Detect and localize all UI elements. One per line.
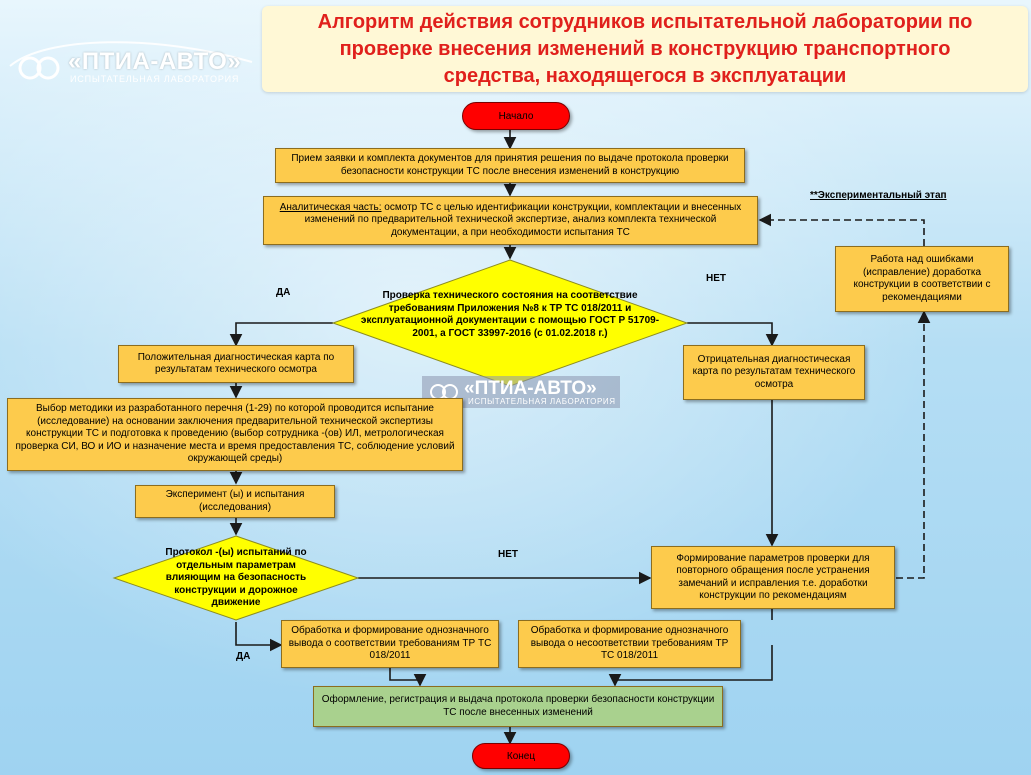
end-label: Конец [506,750,536,762]
protocol-diamond [112,535,360,621]
issue-text: Оформление, регистрация и выдача протоко… [321,694,715,718]
logo-name: «ПТИА-АВТО» [68,48,242,75]
label-yes-1: ДА [276,287,291,298]
arrow-nonconform-issue [608,645,773,687]
fix-errors-box: Работа над ошибками (исправление) дорабо… [835,246,1009,312]
experiments-text: Эксперимент (ы) и испытания (исследовани… [165,489,305,513]
start-label: Начало [498,110,534,122]
logo: «ПТИА-АВТО» ИСПЫТАТЕЛЬНАЯ ЛАБОРАТОРИЯ [6,40,256,100]
method-box: Выбор методики из разработанного перечня… [7,398,463,471]
label-experimental: **Экспериментальный этап [810,190,947,201]
arrow-protocol-conform [235,622,283,652]
protocol-text: Протокол -(ы) испытаний по отдельным пар… [165,547,307,608]
form-params-box: Формирование параметров проверки для пов… [651,546,895,609]
positive-text: Положительная диагностическая карта по р… [137,351,335,376]
issue-box: Оформление, регистрация и выдача протоко… [313,686,723,727]
conform-text: Обработка и формирование однозначного вы… [288,625,492,662]
conform-box: Обработка и формирование однозначного вы… [281,620,499,668]
nonconform-box: Обработка и формирование однозначного вы… [518,620,741,668]
title-banner: Алгоритм действия сотрудников испытатель… [262,6,1028,92]
title-line-1: Алгоритм действия сотрудников испытатель… [317,10,973,33]
start-terminal: Начало [462,102,570,130]
check-text: Проверка технического состояния на соотв… [360,290,660,339]
title-line-2: проверке внесения изменений в конструкци… [339,37,951,60]
nonconform-text: Обработка и формирование однозначного вы… [530,625,729,662]
watermark-name: «ПТИА-АВТО» [464,378,597,399]
logo-subtitle: ИСПЫТАТЕЛЬНАЯ ЛАБОРАТОРИЯ [70,74,240,84]
negative-box: Отрицательная диагностическая карта по р… [683,345,865,400]
title-line-3: средства, находящегося в эксплуатации [443,64,847,87]
method-text: Выбор методики из разработанного перечня… [15,403,455,465]
receive-box: Прием заявки и комплекта документов для … [275,148,745,183]
fix-errors-text: Работа над ошибками (исправление) дорабо… [853,254,991,303]
label-no-1: НЕТ [706,273,726,284]
dashed-formparams-fix [896,310,931,579]
arrow-check-positive [229,322,333,347]
receive-text: Прием заявки и комплекта документов для … [291,153,729,177]
arrow-check-negative [687,322,779,347]
label-yes-2: ДА [236,651,251,662]
analytic-box: Аналитическая часть: осмотр ТС с целью и… [263,196,758,245]
dashed-fix-analytic [758,213,925,246]
logo-swoosh-icon [9,41,253,80]
end-terminal: Конец [472,743,570,769]
experiments-box: Эксперимент (ы) и испытания (исследовани… [135,485,335,518]
label-no-2: НЕТ [498,549,518,560]
analytic-label: Аналитическая часть: [279,201,382,213]
positive-box: Положительная диагностическая карта по р… [118,345,354,383]
negative-text: Отрицательная диагностическая карта по р… [692,353,856,390]
arrow-conform-issue [389,668,427,687]
watermark-subtitle: ИСПЫТАТЕЛЬНАЯ ЛАБОРАТОРИЯ [468,397,616,406]
form-params-text: Формирование параметров проверки для пов… [676,552,870,602]
analytic-text: осмотр ТС с целью идентификации конструк… [304,201,742,238]
